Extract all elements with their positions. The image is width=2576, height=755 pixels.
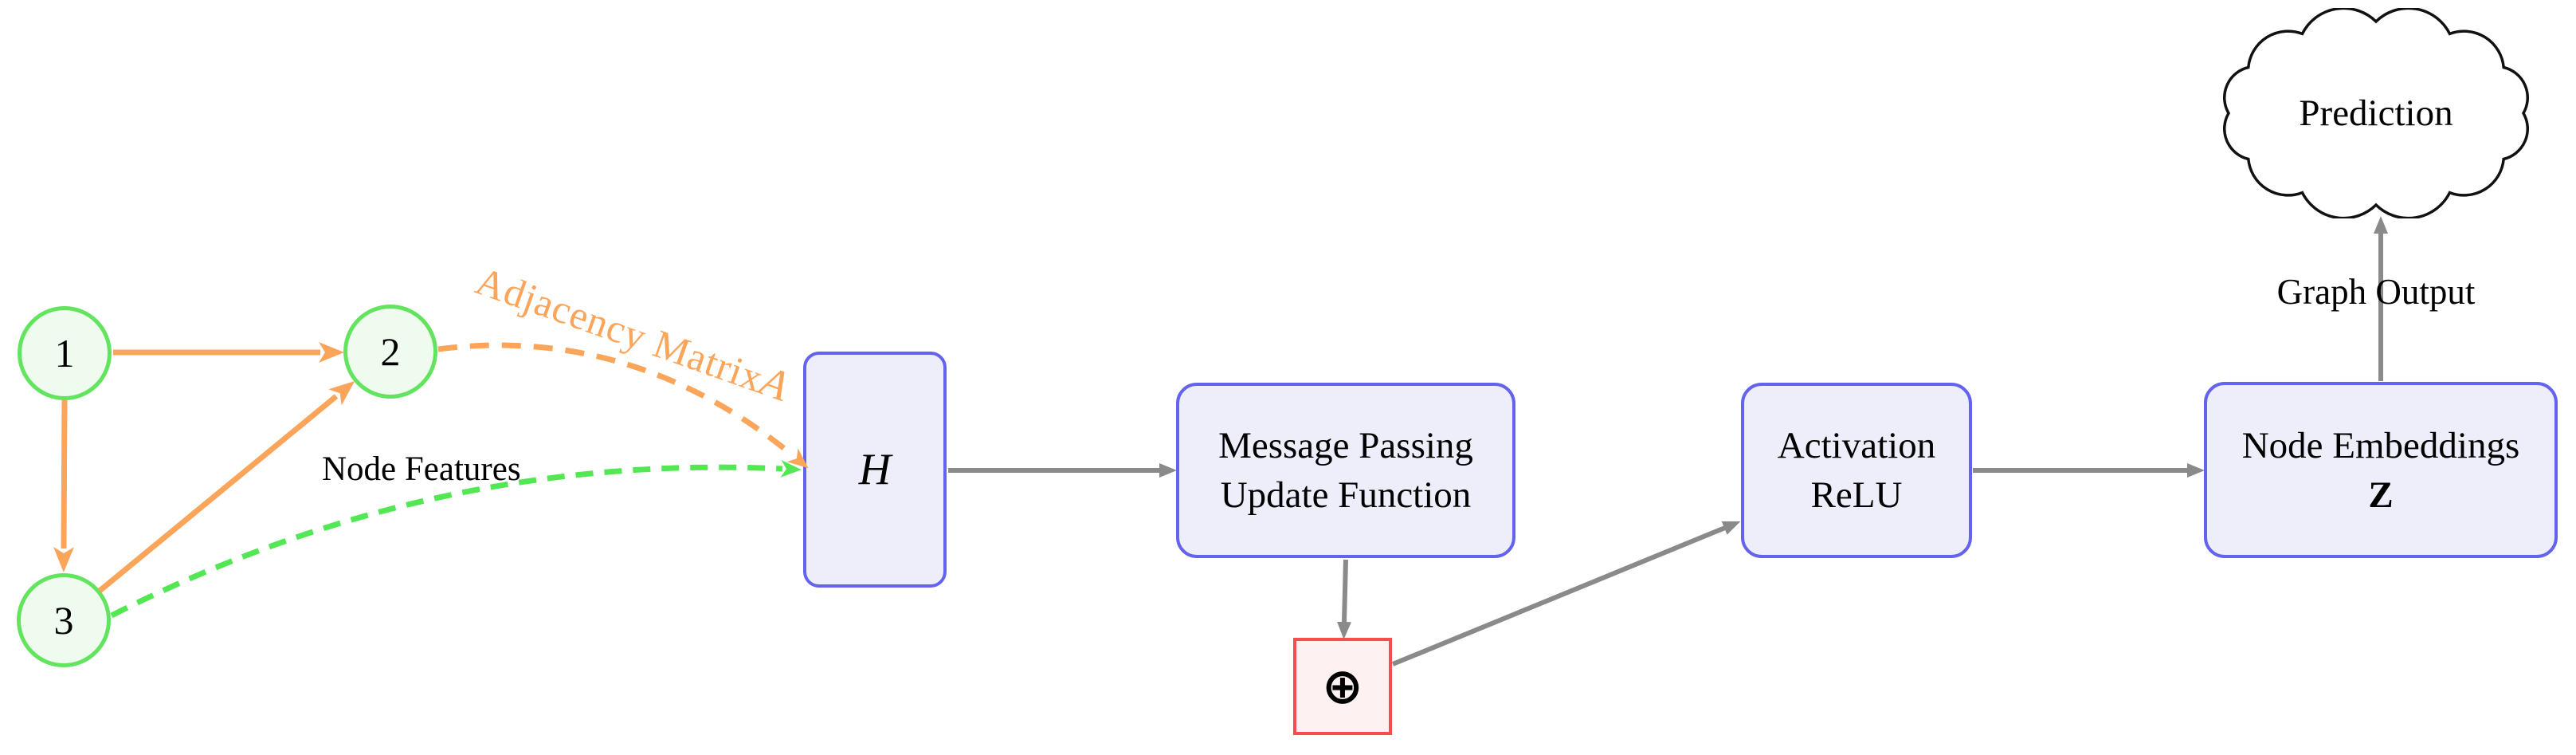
- cloud-outline: [2223, 8, 2529, 218]
- graph-output-label: Graph Output: [2276, 272, 2476, 312]
- node-features-label: Node Features: [322, 450, 521, 488]
- message-passing-label-line1: Message Passing: [1218, 425, 1473, 466]
- activation-label-line1: Activation: [1777, 425, 1936, 466]
- hidden-state-box: H: [803, 352, 947, 588]
- message-passing-label-line2: Update Function: [1220, 474, 1472, 516]
- hidden-state-label: H: [858, 445, 892, 494]
- oplus-icon: ⊕: [1322, 657, 1363, 715]
- graph-node-1-label: 1: [54, 331, 75, 376]
- edge-node3-to-node2: [97, 380, 355, 593]
- graph-node-1: 1: [18, 306, 112, 400]
- graph-node-3-label: 3: [53, 598, 74, 643]
- node-embeddings-box: Node Embeddings Z: [2204, 382, 2558, 558]
- node-embeddings-label-line1: Node Embeddings: [2241, 424, 2520, 466]
- cloud-shape: [2223, 8, 2529, 218]
- graph-node-2-label: 2: [380, 329, 401, 374]
- prediction-label: Prediction: [2299, 92, 2453, 134]
- graph-node-3: 3: [17, 573, 111, 667]
- node-embeddings-label-line2: Z: [2368, 474, 2394, 516]
- node-features-dashed-arrow: [110, 459, 802, 619]
- graph-node-2: 2: [343, 305, 437, 399]
- edge-node1-to-node3: [53, 399, 75, 572]
- arrow-message-passing-to-aggregator: [1337, 559, 1352, 639]
- prediction-cloud: Prediction: [2215, 8, 2537, 218]
- message-passing-box: Message Passing Update Function: [1176, 383, 1515, 558]
- activation-box: Activation ReLU: [1741, 383, 1972, 558]
- adjacency-matrix-text: Adjacency Matrix: [470, 258, 770, 401]
- aggregator-box: ⊕: [1293, 638, 1392, 735]
- activation-label-line2: ReLU: [1810, 474, 1903, 516]
- adjacency-matrix-label: Adjacency MatrixA: [470, 255, 796, 411]
